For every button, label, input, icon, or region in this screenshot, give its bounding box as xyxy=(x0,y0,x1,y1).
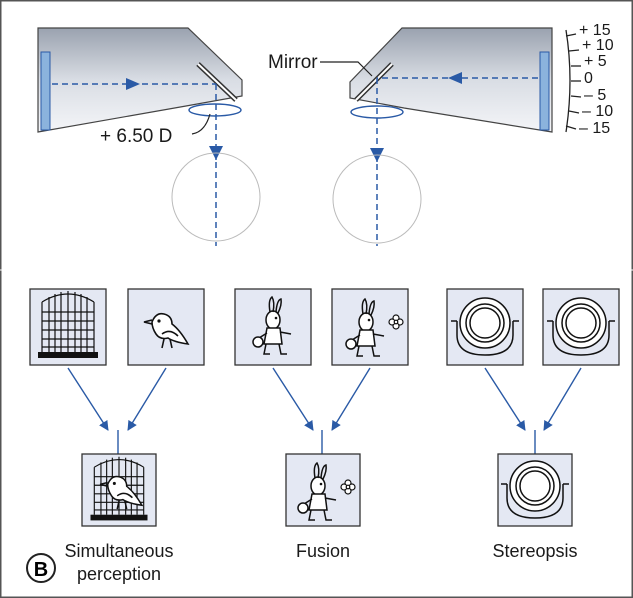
scale-tick-label: + 5 xyxy=(584,53,607,70)
scale-tick-label: – 5 xyxy=(584,87,607,104)
angle-scale xyxy=(565,29,582,133)
card-rabbit xyxy=(234,288,312,366)
mirror-label: Mirror xyxy=(268,52,318,73)
scale-tick-label: – 15 xyxy=(579,120,611,137)
result-card-stereopsis xyxy=(497,453,573,527)
card-stereo-right xyxy=(542,288,620,366)
figure-badge: B xyxy=(26,553,56,583)
lens-left xyxy=(188,103,242,117)
scale-tick-label: – 10 xyxy=(582,103,614,120)
lens-power-label: + 6.50 D xyxy=(100,126,173,147)
slide-holder-left xyxy=(40,51,51,131)
arrow-stems xyxy=(117,430,536,454)
eye-right xyxy=(332,154,422,244)
scale-tick-label: 0 xyxy=(584,70,593,87)
caption-stereopsis: Stereopsis xyxy=(492,541,578,561)
combination-arrows xyxy=(67,367,582,431)
scale-tick-label: + 15 xyxy=(579,22,611,39)
right-tube xyxy=(320,27,553,246)
slide-holder-right xyxy=(539,51,550,131)
caption-simultaneous-line2: perception xyxy=(76,564,162,584)
scale-tick-label: + 10 xyxy=(582,37,614,54)
caption-simultaneous-line1: Simultaneous xyxy=(64,541,174,561)
result-card-fusion xyxy=(285,453,361,527)
result-card-simultaneous xyxy=(81,453,157,527)
left-tube xyxy=(37,27,261,246)
card-rabbit-flower xyxy=(331,288,409,366)
card-stereo-left xyxy=(446,288,524,366)
caption-fusion: Fusion xyxy=(295,541,351,561)
eye-left xyxy=(171,152,261,242)
card-bird xyxy=(127,288,205,366)
card-cage xyxy=(29,288,107,366)
